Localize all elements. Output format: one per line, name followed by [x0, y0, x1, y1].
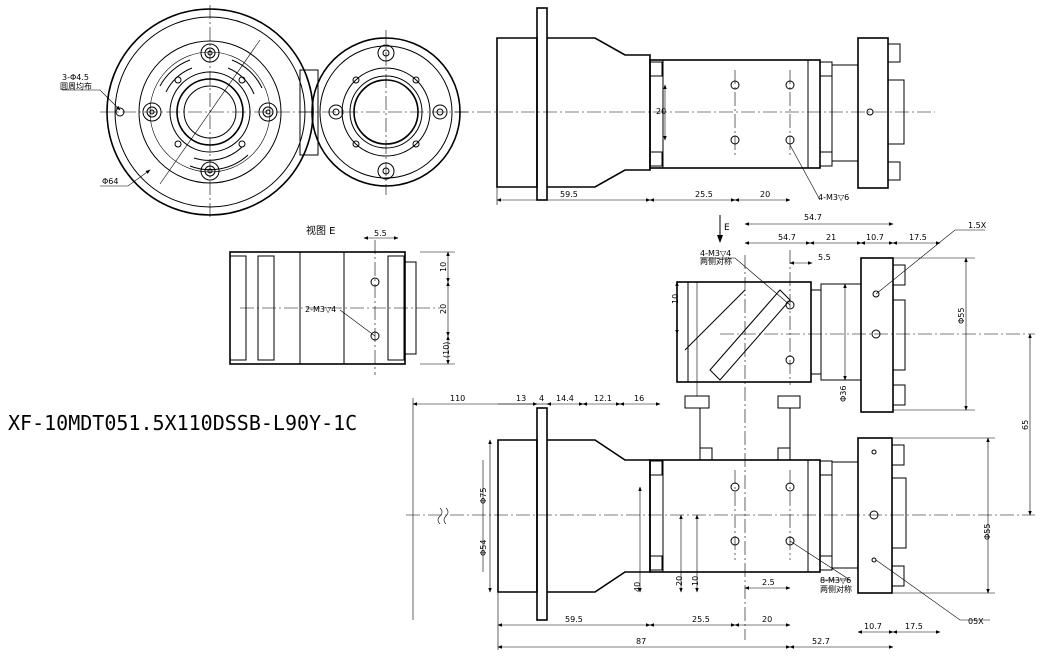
dim-16: 16 [634, 394, 644, 403]
m3-2-label: 2-M3▽4 [305, 305, 336, 314]
dim-20-top: 20 [760, 190, 770, 199]
front-view [62, 5, 470, 220]
holes-note: 圆周均布 [60, 81, 92, 91]
dim-20-bottom: 20 [762, 615, 772, 624]
e-dim-10p: (10) [442, 342, 451, 358]
dim-14-4: 14.4 [556, 394, 574, 403]
dim-13: 13 [516, 394, 526, 403]
dia36: Φ36 [839, 386, 848, 402]
e-dim-10: 10 [439, 262, 448, 272]
dim-5-5-view-e: 5.5 [374, 229, 387, 238]
dim-17-5-top: 17.5 [909, 233, 927, 242]
dim-12-1: 12.1 [594, 394, 612, 403]
dim-20-vertical-top: 20 [656, 107, 666, 116]
dim-5-5-b: 5.5 [818, 253, 831, 262]
dia54: Φ54 [479, 540, 488, 556]
dim-54-7-b: 54.7 [778, 233, 796, 242]
e-dim-20: 20 [439, 304, 448, 314]
dia55-bottom: Φ55 [983, 524, 992, 540]
dim-40: 40 [633, 582, 642, 592]
holes-label: 3-Φ4.5 [62, 73, 89, 82]
dim-10-vertical: 10 [671, 294, 680, 304]
dim-65: 65 [1021, 420, 1030, 430]
dim-110: 110 [450, 394, 465, 403]
m3-side-note: 两侧对称 [700, 256, 732, 266]
m3-4-label: 4-M3▽6 [818, 193, 849, 202]
dim-59-5-top: 59.5 [560, 190, 578, 199]
dim-59-5-bottom: 59.5 [565, 615, 583, 624]
m3-8-note: 两侧对称 [820, 584, 852, 594]
dim-10-7-top: 10.7 [866, 233, 884, 242]
dim-10-v1: 10 [691, 576, 700, 586]
dim-20-v1: 20 [675, 576, 684, 586]
m3-8-label: 8-M3▽6 [820, 576, 851, 585]
mag-top-label: 1.5X [968, 221, 987, 230]
dim-17-5-bottom: 17.5 [905, 622, 923, 631]
dim-87: 87 [636, 637, 646, 646]
dia64-label: Φ64 [102, 177, 118, 186]
top-side-view [455, 7, 935, 205]
dim-10-7-bottom: 10.7 [864, 622, 882, 631]
dim-21: 21 [826, 233, 836, 242]
arrow-e-label: E [724, 223, 730, 233]
dia75: Φ75 [479, 488, 488, 504]
m3-side-label: 4-M3▽4 [700, 249, 731, 258]
dim-52-7: 52.7 [812, 637, 830, 646]
view-e-label: 视图 E [306, 224, 336, 237]
view-e [229, 236, 455, 375]
dim-4: 4 [539, 394, 544, 403]
dim-54-7-top: 54.7 [804, 213, 822, 222]
model-number: XF-10MDT051.5X110DSSB-L90Y-1C [8, 411, 358, 435]
dim-25-5-bottom: 25.5 [692, 615, 710, 624]
main-assembly [406, 215, 1035, 650]
dim-2-5: 2.5 [762, 578, 775, 587]
mag-bottom-label: 05X [968, 617, 984, 626]
dim-25-5-top: 25.5 [695, 190, 713, 199]
dia55-top: Φ55 [957, 308, 966, 324]
